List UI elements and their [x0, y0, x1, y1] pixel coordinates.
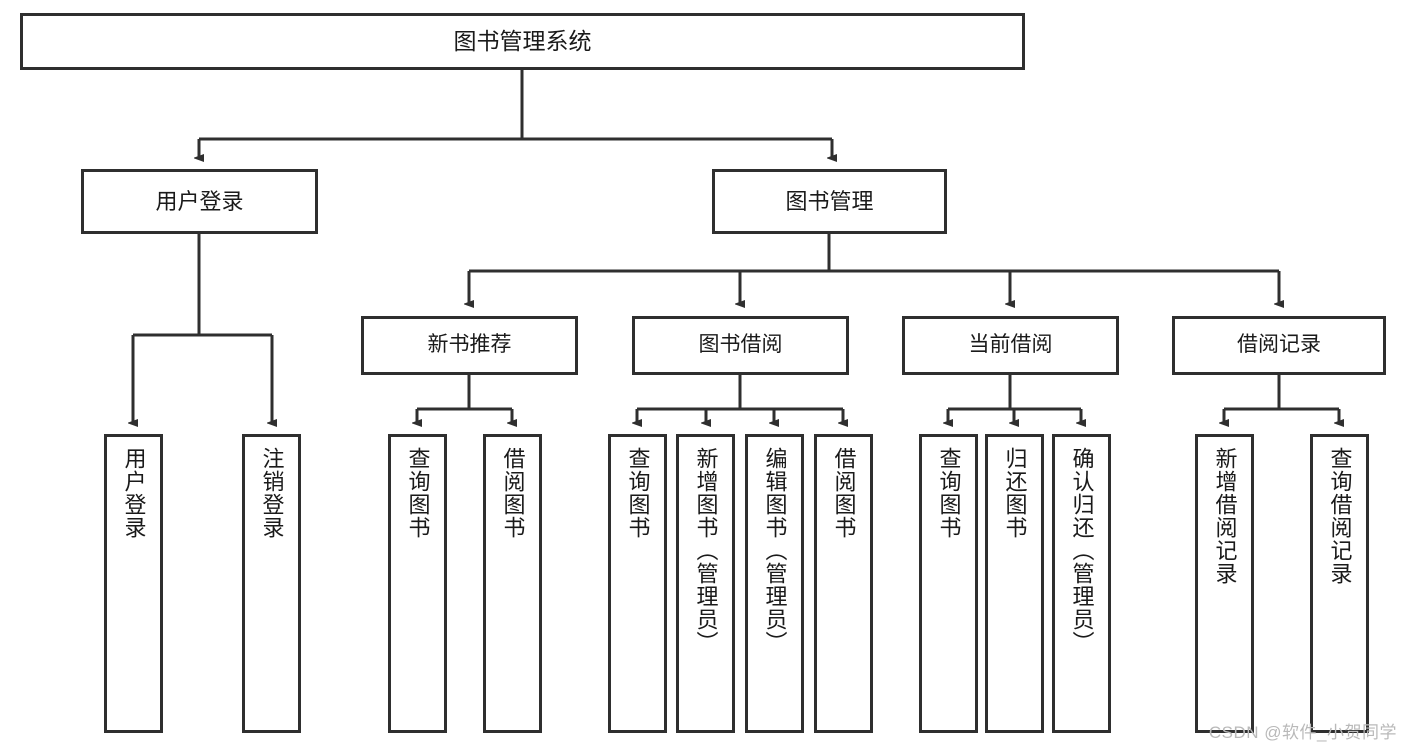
leaf-book-borrow-lend[interactable]: 借阅图书 [814, 434, 873, 733]
leaf-user-login-signout-label: 注销登录 [259, 447, 285, 539]
leaf-book-borrow-edit[interactable]: 编辑图书（管理员） [745, 434, 804, 733]
node-current-borrow-label: 当前借阅 [968, 333, 1053, 357]
leaf-user-login-signin[interactable]: 用户登录 [104, 434, 163, 733]
node-current-borrow[interactable]: 当前借阅 [902, 316, 1119, 375]
node-borrow-record-label: 借阅记录 [1237, 333, 1321, 357]
leaf-book-borrow-add[interactable]: 新增图书（管理员） [676, 434, 735, 733]
leaf-current-borrow-query[interactable]: 查询图书 [919, 434, 978, 733]
node-book-management[interactable]: 图书管理 [712, 169, 947, 234]
leaf-current-borrow-return-label: 归还图书 [1002, 447, 1028, 539]
leaf-user-login-signout[interactable]: 注销登录 [242, 434, 301, 733]
leaf-current-borrow-return[interactable]: 归还图书 [985, 434, 1044, 733]
node-user-login[interactable]: 用户登录 [81, 169, 318, 234]
node-new-book-recommend[interactable]: 新书推荐 [361, 316, 578, 375]
leaf-new-book-borrow[interactable]: 借阅图书 [483, 434, 542, 733]
leaf-current-borrow-confirm[interactable]: 确认归还（管理员） [1052, 434, 1111, 733]
node-root[interactable]: 图书管理系统 [20, 13, 1025, 70]
leaf-user-login-signin-label: 用户登录 [121, 447, 147, 539]
leaf-current-borrow-query-label: 查询图书 [936, 447, 962, 539]
leaf-new-book-query[interactable]: 查询图书 [388, 434, 447, 733]
leaf-borrow-record-add[interactable]: 新增借阅记录 [1195, 434, 1254, 733]
leaf-book-borrow-edit-label: 编辑图书（管理员） [762, 447, 788, 654]
node-book-borrow-label: 图书借阅 [698, 333, 783, 357]
node-user-login-label: 用户登录 [155, 188, 244, 214]
leaf-borrow-record-query-label: 查询借阅记录 [1327, 447, 1353, 585]
node-new-book-recommend-label: 新书推荐 [427, 333, 512, 357]
leaf-borrow-record-add-label: 新增借阅记录 [1212, 447, 1238, 585]
node-book-borrow[interactable]: 图书借阅 [632, 316, 849, 375]
leaf-book-borrow-lend-label: 借阅图书 [831, 447, 857, 539]
leaf-book-borrow-query[interactable]: 查询图书 [608, 434, 667, 733]
leaf-new-book-borrow-label: 借阅图书 [500, 447, 526, 539]
node-root-label: 图书管理系统 [453, 27, 592, 54]
leaf-new-book-query-label: 查询图书 [405, 447, 431, 539]
node-borrow-record[interactable]: 借阅记录 [1172, 316, 1386, 375]
leaf-book-borrow-add-label: 新增图书（管理员） [693, 447, 719, 654]
leaf-current-borrow-confirm-label: 确认归还（管理员） [1069, 447, 1095, 654]
leaf-borrow-record-query[interactable]: 查询借阅记录 [1310, 434, 1369, 733]
leaf-book-borrow-query-label: 查询图书 [625, 447, 651, 539]
node-book-management-label: 图书管理 [785, 188, 874, 214]
